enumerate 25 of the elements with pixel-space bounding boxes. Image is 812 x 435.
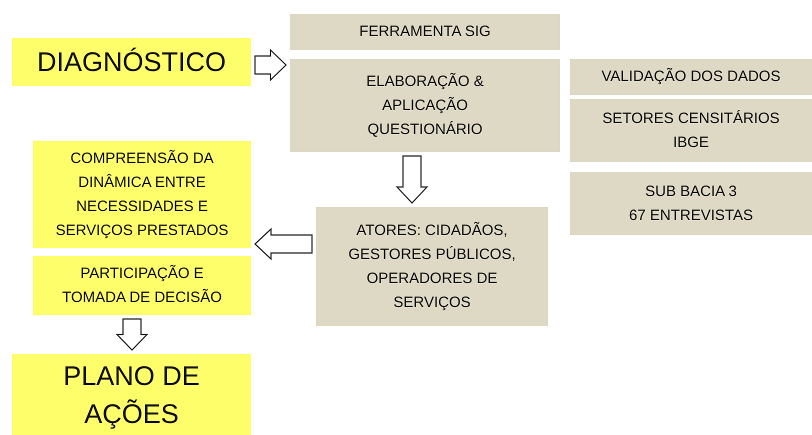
box-text: 67 ENTREVISTAS xyxy=(629,206,753,226)
process-box xyxy=(570,59,812,95)
block-arrow xyxy=(254,48,287,82)
process-box xyxy=(33,256,251,315)
process-box xyxy=(316,207,548,326)
box-text: VALIDAÇÃO DOS DADOS xyxy=(602,66,780,87)
box-text: PARTICIPAÇÃO E TOMADA DE DECISÃO xyxy=(61,264,223,308)
box-text: PLANO DE AÇÕES xyxy=(62,360,201,431)
process-box xyxy=(33,141,251,248)
process-box xyxy=(12,38,251,86)
block-arrow xyxy=(116,318,148,351)
box-text: FERRAMENTA SIG xyxy=(359,22,491,42)
process-box xyxy=(290,14,560,50)
box-text: ATORES: CIDADÃOS, GESTORES PÚBLICOS, OPERADORES DE SERVIÇOS xyxy=(347,220,517,312)
block-arrow xyxy=(396,155,428,204)
process-box xyxy=(290,59,560,152)
box-text: COMPREENSÃO DA DINÂMICA ENTRE NECESSIDADES E SERVIÇOS PRESTADOS xyxy=(54,148,230,240)
process-box xyxy=(570,99,812,162)
process-box xyxy=(570,172,812,235)
box-text: SUB BACIA 3 xyxy=(645,182,737,202)
box-text: DIAGNÓSTICO xyxy=(36,46,226,79)
block-arrow xyxy=(254,228,313,260)
box-text: SETORES CENSITÁRIOS IBGE xyxy=(601,108,781,152)
process-box xyxy=(12,354,251,435)
box-text: ELABORAÇÃO & APLICAÇÃO QUESTIONÁRIO xyxy=(365,72,485,140)
